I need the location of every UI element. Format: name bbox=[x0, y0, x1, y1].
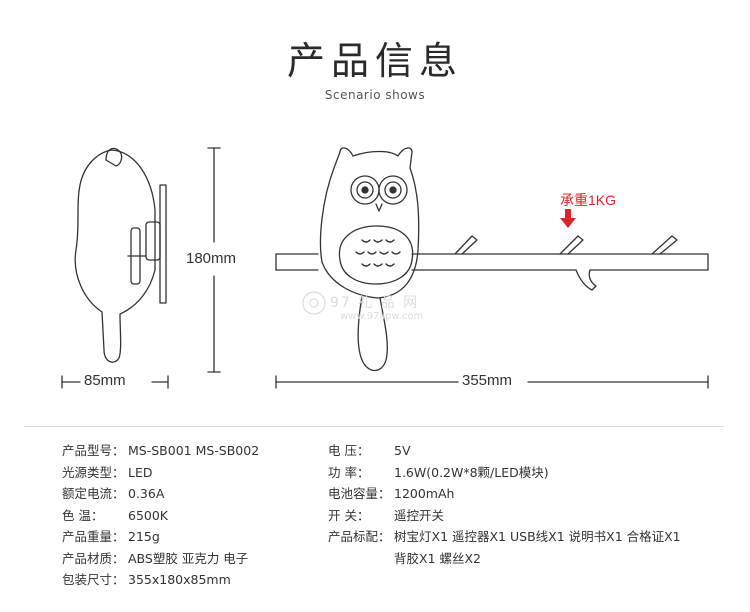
watermark-url: www.97lipw.com bbox=[340, 311, 424, 322]
spec-value: 遥控开关 bbox=[394, 507, 445, 523]
owl-front-outline bbox=[319, 147, 420, 372]
spec-label: 产品重量： bbox=[62, 529, 125, 544]
specs-right: 电 压： 5V 功 率： 1.6W(0.2W*8颗/LED模块) 电池容量：1200… bbox=[328, 440, 681, 569]
spec-value: 6500K bbox=[128, 507, 169, 523]
spec-value: 1200mAh bbox=[394, 486, 455, 501]
section-divider bbox=[24, 426, 724, 427]
length-dimension-label: 355mm bbox=[462, 372, 513, 389]
spec-row: 背胶X1 螺丝X2 bbox=[328, 548, 681, 570]
spec-value: 树宝灯X1 遥控器X1 USB线X1 说明书X1 合格证X1 bbox=[394, 529, 681, 544]
watermark-text: 97 礼 品 网 bbox=[330, 295, 420, 311]
spec-row: 电 压： 5V bbox=[328, 440, 681, 462]
spec-label: 产品型号： bbox=[62, 443, 125, 458]
spec-row: 光源类型：LED bbox=[62, 462, 259, 484]
side-view-outline bbox=[74, 147, 167, 363]
watermark-logo bbox=[302, 291, 326, 315]
spec-value: 背胶X1 螺丝X2 bbox=[394, 550, 482, 566]
spec-value: 1.6W(0.2W*8颗/LED模块) bbox=[394, 464, 549, 480]
spec-row: 开 关： 遥控开关 bbox=[328, 505, 681, 527]
load-capacity-label: 承重1KG bbox=[560, 192, 617, 208]
spec-row: 产品型号：MS-SB001 MS-SB002 bbox=[62, 440, 259, 462]
spec-value: 215g bbox=[128, 529, 160, 544]
spec-value: MS-SB001 MS-SB002 bbox=[128, 443, 260, 458]
spec-row: 包装尺寸：355x180x85mm bbox=[62, 569, 259, 591]
page-subtitle: Scenario shows bbox=[324, 88, 426, 102]
branch-outline bbox=[275, 235, 709, 291]
spec-label: 包装尺寸： bbox=[62, 572, 125, 587]
spec-row: 功 率： 1.6W(0.2W*8颗/LED模块) bbox=[328, 462, 681, 484]
spec-row: 色 温： 6500K bbox=[62, 505, 259, 527]
spec-label: 功 率： bbox=[328, 464, 370, 480]
spec-label: 产品材质： bbox=[62, 550, 125, 566]
spec-value: LED bbox=[128, 464, 153, 480]
spec-label: 电 压： bbox=[328, 443, 370, 458]
spec-label: 色 温： bbox=[62, 507, 104, 523]
spec-row: 电池容量：1200mAh bbox=[328, 483, 681, 505]
spec-value: 5V bbox=[394, 443, 411, 458]
spec-label: 光源类型： bbox=[62, 464, 125, 480]
height-dimension-label: 180mm bbox=[186, 250, 237, 267]
specs-left: 产品型号：MS-SB001 MS-SB002 光源类型：LED 额定电流：0.3… bbox=[62, 440, 259, 591]
spec-label: 产品标配： bbox=[328, 529, 391, 544]
spec-row: 产品重量：215g bbox=[62, 526, 259, 548]
spec-label: 电池容量： bbox=[328, 486, 391, 501]
spec-row: 额定电流：0.36A bbox=[62, 483, 259, 505]
spec-value: 355x180x85mm bbox=[128, 572, 231, 587]
spec-value: 0.36A bbox=[128, 486, 165, 501]
spec-label: 开 关： bbox=[328, 507, 370, 523]
width-dimension-label: 85mm bbox=[84, 372, 126, 389]
spec-value: ABS塑胶 亚克力 电子 bbox=[128, 550, 249, 566]
dimension-lines bbox=[61, 147, 709, 389]
spec-row: 产品材质：ABS塑胶 亚克力 电子 bbox=[62, 548, 259, 570]
product-drawing bbox=[61, 147, 709, 389]
spec-label: 额定电流： bbox=[62, 486, 125, 501]
load-arrow bbox=[560, 209, 576, 228]
spec-row: 产品标配：树宝灯X1 遥控器X1 USB线X1 说明书X1 合格证X1 bbox=[328, 526, 681, 548]
page-title: 产品信息 bbox=[286, 39, 463, 83]
